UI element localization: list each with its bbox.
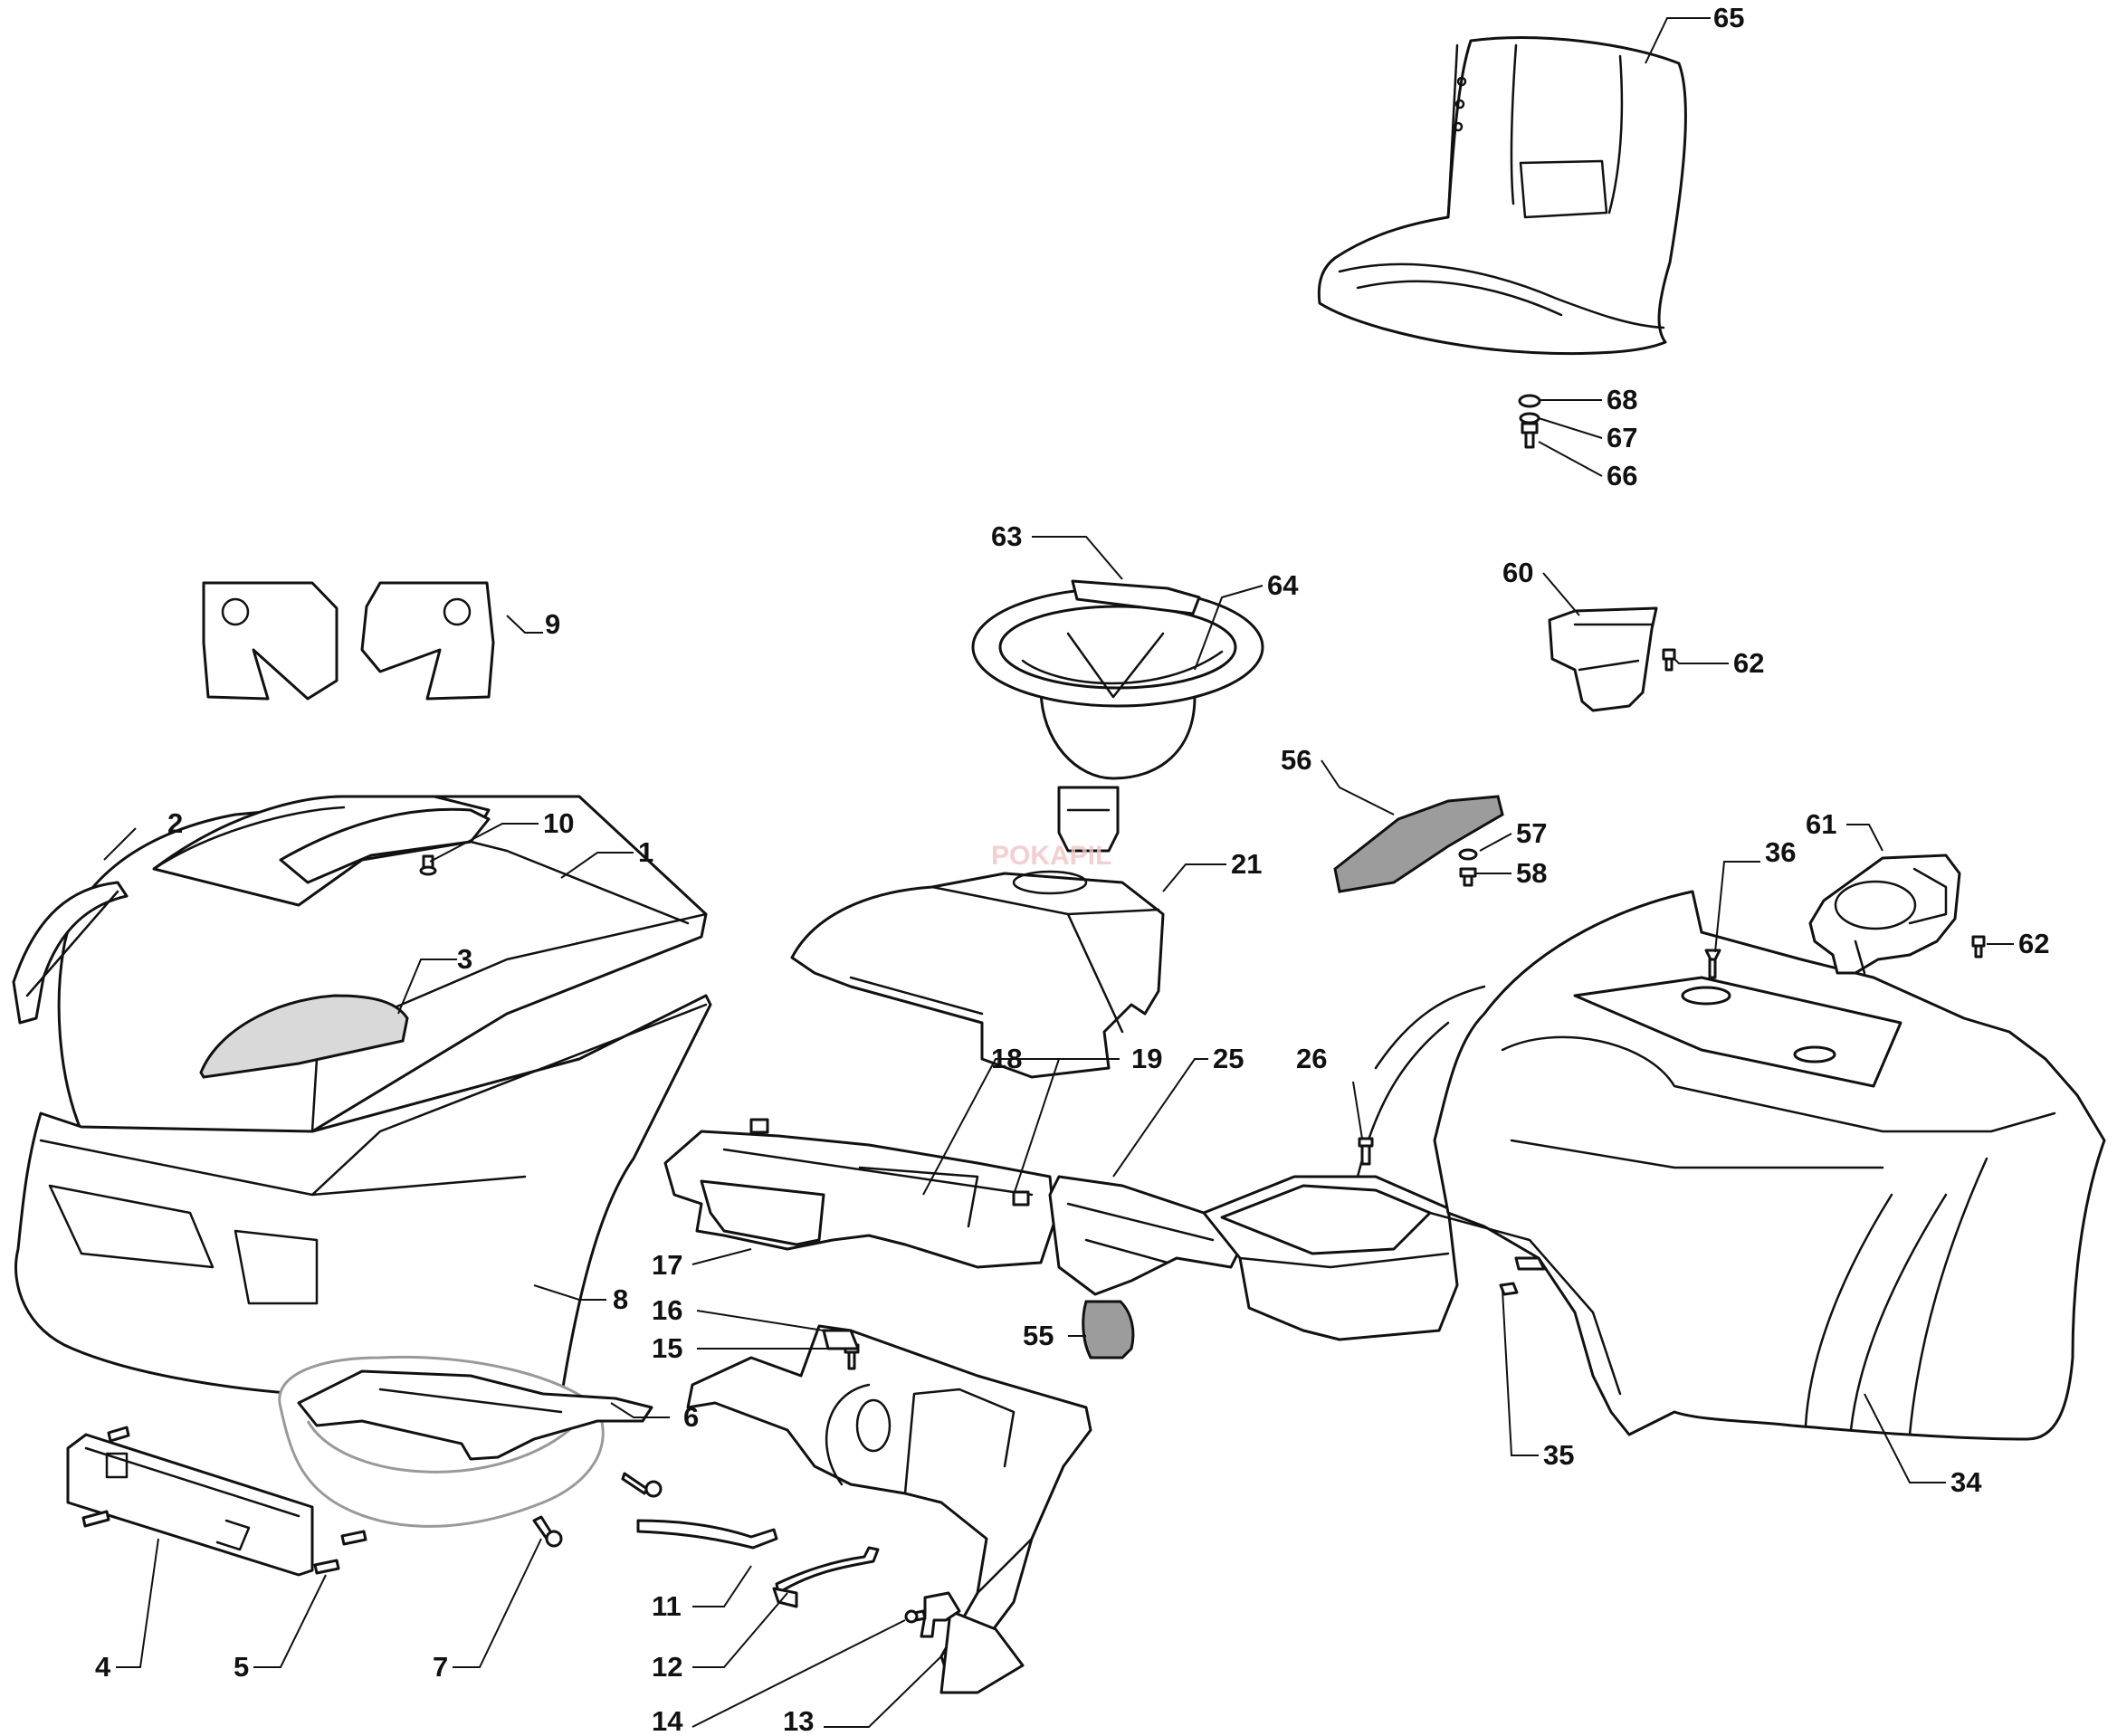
seat-bolt-part[interactable]: [1521, 422, 1539, 449]
floor-bracket-part[interactable]: [297, 1369, 653, 1461]
callout-61: 61: [1806, 808, 1836, 840]
console-screw-part[interactable]: [904, 1609, 927, 1624]
front-screw-part[interactable]: [532, 1472, 663, 1548]
callout-64: 64: [1267, 569, 1299, 601]
panel-clip-part[interactable]: [822, 1329, 860, 1350]
hood-screw-part[interactable]: [419, 854, 437, 876]
seat-part[interactable]: [1317, 36, 1687, 356]
cup-holder-screw-part[interactable]: [1662, 648, 1676, 672]
side-cap-part[interactable]: [1082, 1300, 1135, 1359]
callout-2: 2: [167, 807, 183, 839]
front-bracket-part[interactable]: [66, 1433, 314, 1577]
housing-screw-part[interactable]: [1971, 935, 1986, 959]
callout-6: 6: [683, 1401, 699, 1433]
grip-screw-part[interactable]: [1459, 867, 1477, 887]
callout-19: 19: [1131, 1043, 1162, 1074]
fender-screw-part[interactable]: [1704, 949, 1721, 979]
decal-left-part[interactable]: [202, 581, 339, 701]
rear-fender-part[interactable]: [1356, 890, 2106, 1441]
callout-34: 34: [1950, 1466, 1982, 1498]
dash-panel-part[interactable]: [1048, 1175, 1242, 1296]
front-body-part[interactable]: [14, 994, 712, 1403]
callout-65: 65: [1713, 2, 1744, 33]
decal-right-part[interactable]: [360, 581, 495, 701]
callout-25: 25: [1213, 1043, 1244, 1074]
callout-7: 7: [433, 1651, 448, 1683]
callout-63: 63: [991, 520, 1022, 552]
washer-part[interactable]: [1518, 394, 1541, 408]
callout-56: 56: [1281, 744, 1311, 776]
callout-1: 1: [638, 836, 653, 868]
callout-16: 16: [652, 1294, 682, 1326]
callout-10: 10: [543, 807, 574, 839]
watermark-text: POKAPIL: [991, 841, 1111, 871]
console-clip-part[interactable]: [920, 1591, 961, 1638]
console-bracket-part[interactable]: [772, 1546, 880, 1608]
callout-55: 55: [1023, 1320, 1054, 1351]
callout-60: 60: [1502, 557, 1533, 588]
fender-clip-part[interactable]: [1499, 1256, 1546, 1296]
leader-lines: [103, 17, 2014, 1728]
callout-15: 15: [652, 1332, 682, 1364]
grip-washer-part[interactable]: [1458, 848, 1478, 861]
dash-frame-part[interactable]: [663, 1118, 1056, 1269]
lock-washer-part[interactable]: [1519, 412, 1540, 424]
callout-68: 68: [1607, 384, 1637, 415]
dash-screw-part[interactable]: [1358, 1137, 1374, 1166]
callout-62a: 62: [1733, 647, 1764, 679]
callout-67: 67: [1607, 422, 1637, 453]
hood-lens-left-part[interactable]: [12, 881, 129, 1025]
callout-3: 3: [457, 943, 472, 975]
callout-26: 26: [1296, 1043, 1327, 1074]
callout-14: 14: [652, 1705, 683, 1736]
headlight-lens-part[interactable]: [199, 994, 409, 1079]
callout-17: 17: [652, 1249, 682, 1281]
floor-rod-part[interactable]: [636, 1519, 778, 1550]
callout-8: 8: [613, 1283, 628, 1315]
hood-top-panel-part[interactable]: [279, 807, 491, 884]
steering-cover-part[interactable]: POKAPIL: [790, 841, 1165, 1079]
callout-12: 12: [652, 1651, 682, 1683]
callout-18: 18: [991, 1043, 1022, 1074]
callout-labels: 65 68 67 66 63 64 60 62 56 57 58 61 62 3…: [95, 2, 2049, 1736]
steering-wheel-part[interactable]: [971, 587, 1264, 853]
control-housing-part[interactable]: [1808, 854, 1961, 975]
steering-cap-part[interactable]: [1071, 579, 1201, 615]
callout-36: 36: [1765, 836, 1796, 868]
callout-21: 21: [1231, 848, 1262, 880]
callout-58: 58: [1516, 857, 1547, 889]
callout-35: 35: [1543, 1439, 1574, 1471]
callout-66: 66: [1607, 460, 1637, 491]
callout-11: 11: [652, 1590, 682, 1622]
callout-57: 57: [1516, 817, 1547, 849]
callout-4: 4: [95, 1651, 111, 1683]
callout-9: 9: [545, 608, 560, 640]
callout-5: 5: [234, 1651, 249, 1683]
bracket-screw-part[interactable]: [81, 1426, 367, 1575]
callout-62b: 62: [2018, 928, 2049, 959]
callout-13: 13: [783, 1705, 814, 1736]
grip-part[interactable]: [1333, 795, 1504, 893]
storage-box-part[interactable]: [1202, 1175, 1459, 1341]
cup-holder-part[interactable]: [1548, 606, 1658, 712]
